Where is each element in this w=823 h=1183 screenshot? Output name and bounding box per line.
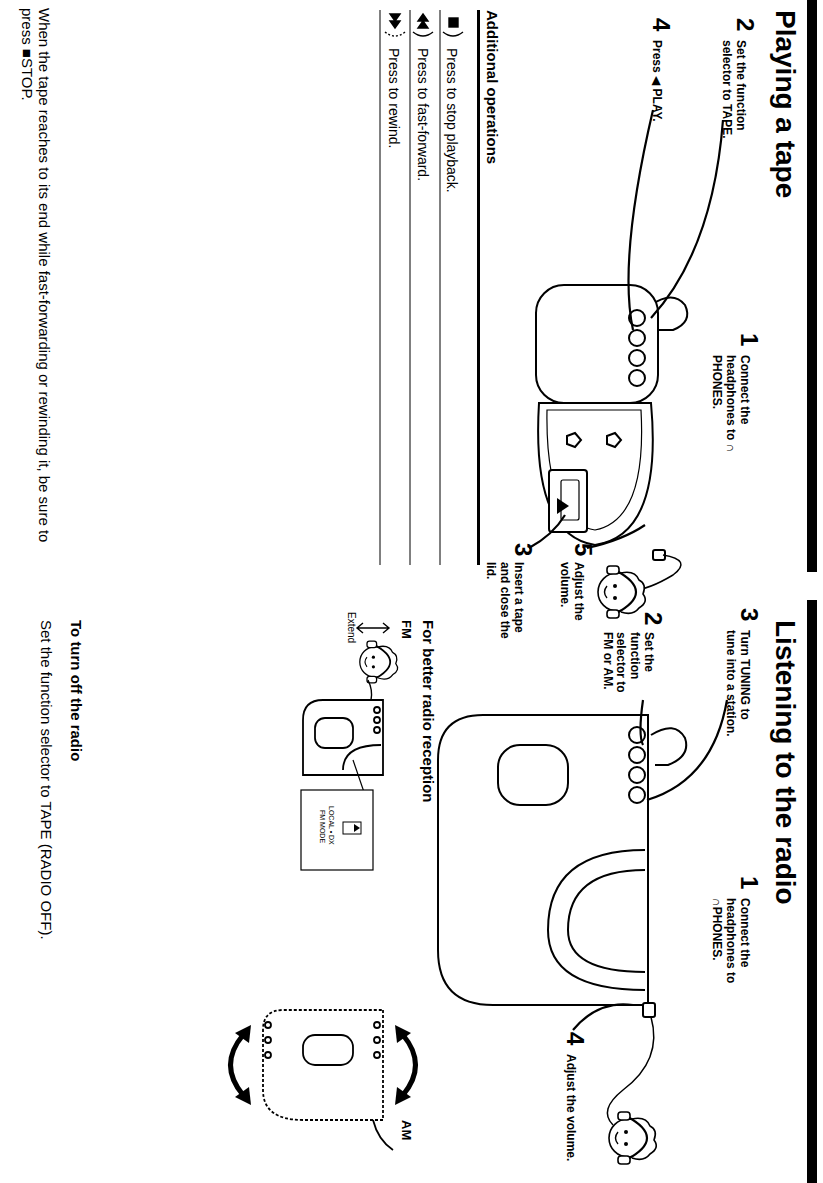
band-label: AM (398, 1120, 413, 1140)
step-number: 3 (509, 543, 537, 556)
step-number: 4 (561, 1032, 589, 1045)
step-number: 1 (735, 876, 763, 889)
step-text: Set the function selector to TAPE. (719, 40, 747, 155)
step-number: 1 (735, 333, 763, 346)
leader-line (529, 110, 723, 548)
button-icon (385, 14, 463, 36)
step-text: Adjust the volume. (557, 562, 585, 652)
radio-player (438, 715, 686, 1017)
cassette-player (536, 285, 687, 560)
note-text: Set the function selector to TAPE (RADIO… (38, 620, 55, 1180)
step-number: 5 (569, 543, 597, 556)
operation-text: Press to rewind. (386, 48, 402, 448)
step-text: Adjust the volume. (563, 1054, 577, 1182)
step-text: Connect the headphones to ∩PHONES. (710, 898, 751, 1028)
leader-line (573, 700, 727, 1030)
section-heading: Playing a tape (769, 10, 801, 198)
heading-bar (807, 0, 817, 572)
step-number: 4 (647, 18, 675, 31)
heading-bar (807, 600, 817, 1183)
note-text: When the tape reaches to its end while f… (19, 8, 54, 568)
step-text: Connect the headphones to ∩ PHONES. (710, 355, 751, 485)
section-subheading: For better radio reception (420, 620, 437, 940)
section-heading: Listening to the radio (769, 620, 801, 905)
section-subheading: Additional operations (484, 10, 501, 310)
action-label: Extend (346, 612, 358, 643)
step-text: Turn TUNING to tune into a station. (723, 630, 751, 740)
turn-arrow (231, 1035, 416, 1095)
operation-text: Press to fast-forward. (415, 48, 431, 448)
rotating-radio (263, 1010, 393, 1150)
step-text: Insert a tape and close the lid. (484, 562, 525, 652)
section-subheading: To turn off the radio (68, 620, 85, 1020)
band-label: FM (398, 620, 413, 639)
step-number: 2 (731, 18, 759, 31)
step-text: Press ◀ PLAY. (649, 40, 663, 150)
step-number: 3 (735, 608, 763, 621)
switch-label: FM MODE (318, 810, 326, 843)
arrow-head (235, 1025, 411, 1105)
section-panel: Listening to the radio (0, 600, 823, 1183)
switch-label: LOCAL • DX (327, 806, 335, 845)
step-number: 2 (639, 612, 667, 625)
small-radio (301, 700, 383, 870)
section-panel: Playing a tape (0, 0, 823, 572)
step-text: Set the function selector to FM or AM. (600, 632, 655, 712)
operation-text: Press to stop playback. (444, 48, 460, 448)
